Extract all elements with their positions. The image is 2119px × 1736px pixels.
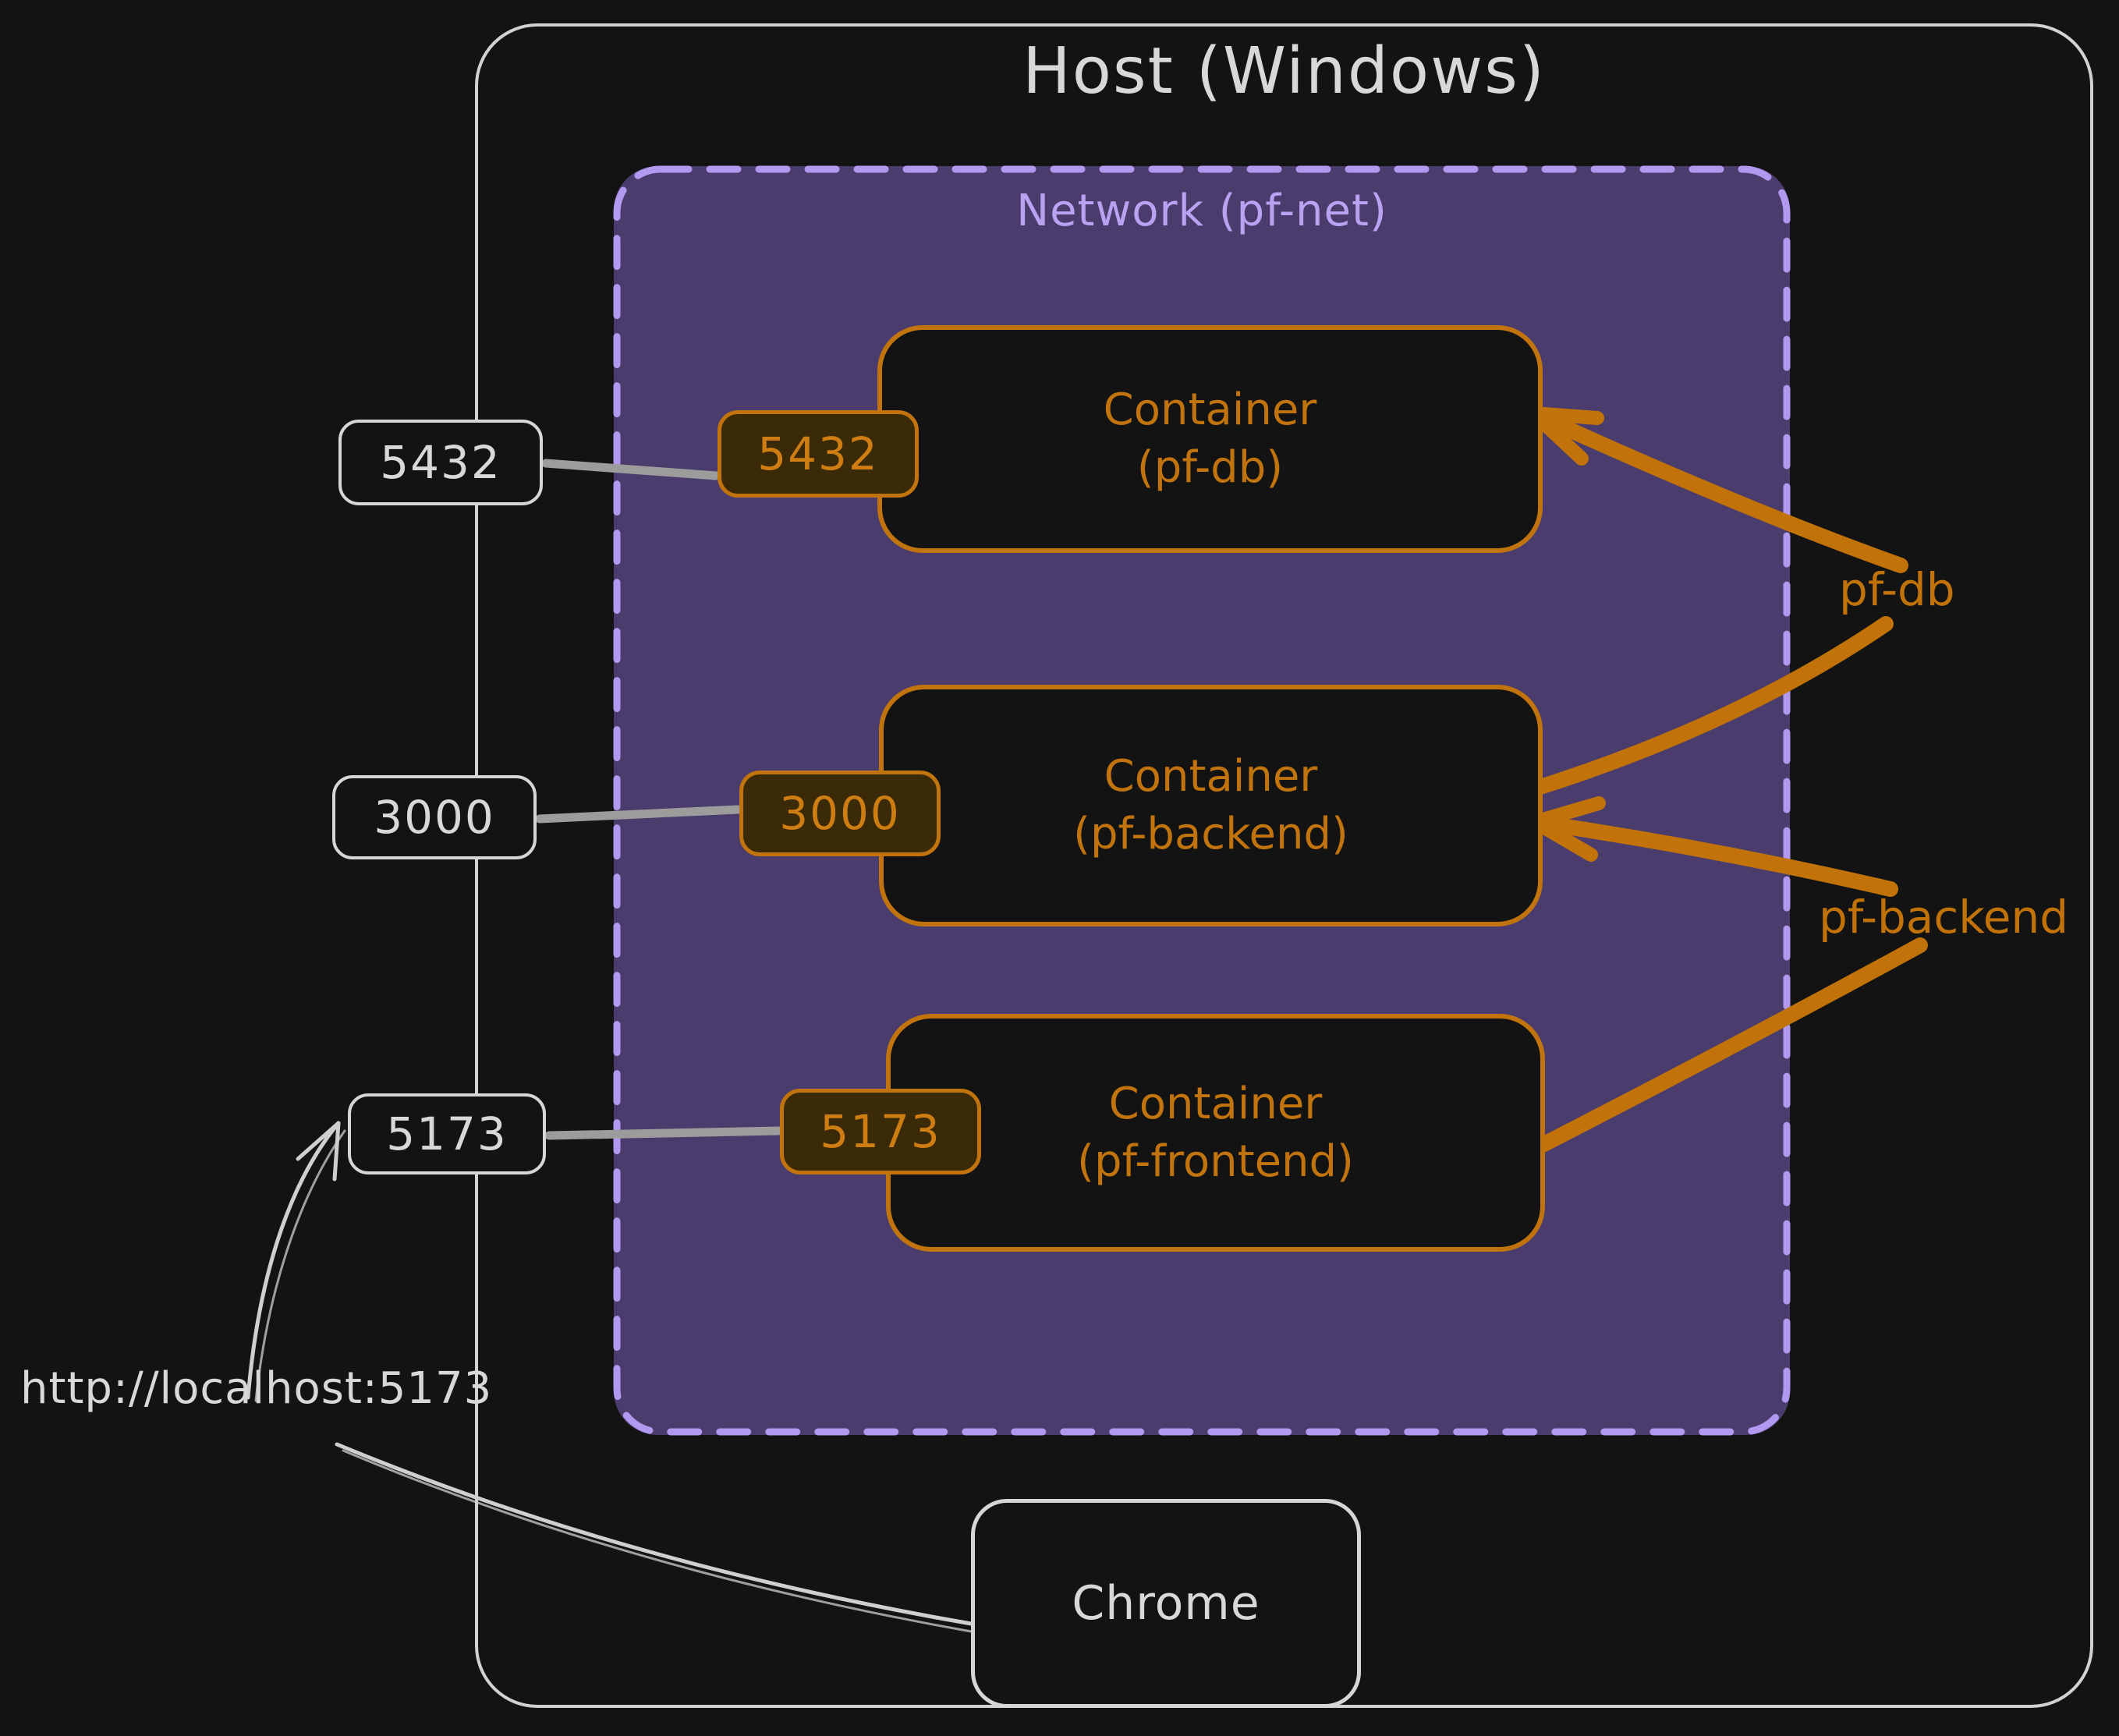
host-port-box-3000: 3000 <box>332 775 537 859</box>
host-title: Host (Windows) <box>1022 34 1546 108</box>
url-to-port-arrow <box>246 1121 341 1400</box>
container-port-badge-5432: 5432 <box>718 410 919 498</box>
chrome-box: Chrome <box>971 1499 1361 1708</box>
url-arrow-arrowhead <box>296 1121 341 1182</box>
container-pf-backend-line1: Container <box>1104 751 1318 802</box>
container-pf-backend: Container (pf-backend) <box>879 685 1543 926</box>
connection-label-pf-backend: pf-backend <box>1819 891 2069 944</box>
url-to-chrome-line-sketch <box>342 1449 973 1633</box>
localhost-url-text: http://localhost:5173 <box>20 1363 493 1414</box>
container-pf-db-line2: (pf-db) <box>1136 442 1284 493</box>
arrow-pf-db-tail <box>1530 616 1894 795</box>
container-port-badge-5173: 5173 <box>780 1089 981 1174</box>
arrow-pf-backend-tail <box>1535 937 1928 1153</box>
container-pf-backend-line2: (pf-backend) <box>1073 809 1348 859</box>
container-pf-frontend-line1: Container <box>1108 1078 1323 1129</box>
container-port-badge-3000: 3000 <box>739 771 941 856</box>
connector-5432 <box>541 459 721 480</box>
arrow-pf-db-head <box>1525 406 1908 573</box>
url-to-port-arrow-sketch <box>254 1129 346 1402</box>
container-pf-frontend-line2: (pf-frontend) <box>1077 1135 1354 1187</box>
network-label: Network (pf-net) <box>1016 186 1387 236</box>
container-pf-frontend: Container (pf-frontend) <box>886 1014 1545 1252</box>
connector-3000 <box>535 805 742 824</box>
url-to-chrome-line <box>335 1442 973 1626</box>
connection-label-pf-db: pf-db <box>1839 563 1955 616</box>
host-port-box-5173: 5173 <box>348 1093 546 1174</box>
network-dashed-border <box>613 165 1791 1436</box>
host-port-box-5432: 5432 <box>338 420 543 505</box>
arrow-pf-backend-arrowhead <box>1528 796 1606 862</box>
container-pf-db-line1: Container <box>1103 384 1317 435</box>
connector-5173 <box>544 1126 783 1140</box>
arrow-pf-backend-head <box>1527 814 1898 897</box>
container-pf-db: Container (pf-db) <box>877 325 1543 553</box>
chrome-label: Chrome <box>1072 1576 1260 1631</box>
